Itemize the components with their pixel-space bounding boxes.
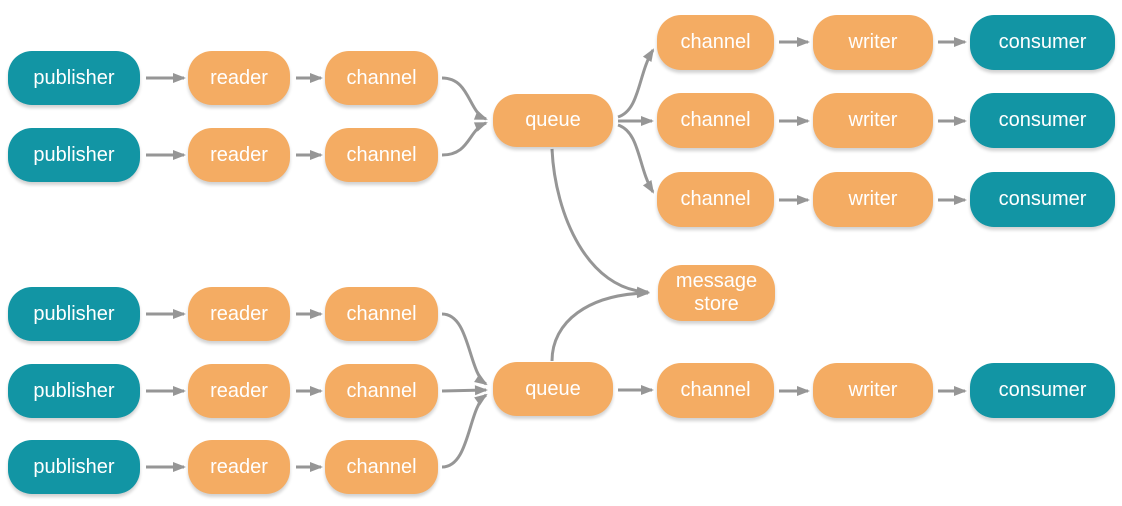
node-label: reader xyxy=(210,302,268,325)
node-writer-4: writer xyxy=(813,363,933,418)
node-consumer-2: consumer xyxy=(970,93,1115,148)
edge-queue-1-to-channel-5 xyxy=(617,123,655,194)
node-label: queue xyxy=(525,377,581,400)
node-label: queue xyxy=(525,109,581,131)
node-label: consumer xyxy=(998,379,1087,401)
node-reader-5: reader xyxy=(188,440,290,494)
edge-channel-7-to-queue-2 xyxy=(441,385,488,396)
node-label: publisher xyxy=(33,302,115,325)
edge-queue-2-to-message-store xyxy=(550,288,650,362)
node-label: channel xyxy=(680,188,751,210)
node-label: reader xyxy=(210,379,268,402)
node-channel-3: channel xyxy=(657,15,774,70)
edge-queue-1-to-message-store xyxy=(550,148,650,297)
node-reader-4: reader xyxy=(188,364,290,418)
node-queue-1: queue xyxy=(493,94,613,147)
node-message-store: message store xyxy=(658,265,775,321)
node-label: publisher xyxy=(33,379,115,402)
node-label: channel xyxy=(346,66,417,89)
node-writer-2: writer xyxy=(813,93,933,148)
node-publisher-3: publisher xyxy=(8,287,140,341)
node-label: publisher xyxy=(33,66,115,89)
node-consumer-3: consumer xyxy=(970,172,1115,227)
node-label: writer xyxy=(848,109,898,131)
node-label: channel xyxy=(346,143,417,166)
node-label: publisher xyxy=(33,143,115,166)
node-label: consumer xyxy=(998,188,1087,210)
node-channel-4: channel xyxy=(657,93,774,148)
node-publisher-1: publisher xyxy=(8,51,140,105)
node-label: writer xyxy=(848,188,898,210)
node-label: channel xyxy=(680,31,751,53)
node-publisher-4: publisher xyxy=(8,364,140,418)
node-consumer-4: consumer xyxy=(970,363,1115,418)
node-label: channel xyxy=(346,302,417,325)
node-publisher-5: publisher xyxy=(8,440,140,494)
node-channel-7: channel xyxy=(325,364,438,418)
node-queue-2: queue xyxy=(493,362,613,416)
node-label: consumer xyxy=(998,31,1087,53)
node-label: channel xyxy=(346,455,417,478)
node-channel-9: channel xyxy=(657,363,774,418)
edge-channel-8-to-queue-2 xyxy=(441,393,488,469)
node-channel-8: channel xyxy=(325,440,438,494)
node-writer-3: writer xyxy=(813,172,933,227)
edge-queue-1-to-channel-3 xyxy=(617,48,655,119)
node-channel-2: channel xyxy=(325,128,438,182)
node-publisher-2: publisher xyxy=(8,128,140,182)
edge-channel-6-to-queue-2 xyxy=(441,312,488,386)
node-label: consumer xyxy=(998,109,1087,131)
node-label: publisher xyxy=(33,455,115,478)
node-label: writer xyxy=(848,379,898,401)
node-reader-2: reader xyxy=(188,128,290,182)
node-label: channel xyxy=(346,379,417,402)
node-writer-1: writer xyxy=(813,15,933,70)
node-label: channel xyxy=(680,109,751,131)
edge-channel-1-to-queue-1 xyxy=(441,76,488,121)
node-consumer-1: consumer xyxy=(970,15,1115,70)
node-label: writer xyxy=(848,31,898,53)
node-label: reader xyxy=(210,66,268,89)
node-label: message store xyxy=(675,270,758,315)
node-label: reader xyxy=(210,143,268,166)
node-reader-1: reader xyxy=(188,51,290,105)
node-reader-3: reader xyxy=(188,287,290,341)
node-label: channel xyxy=(680,379,751,401)
node-label: reader xyxy=(210,455,268,478)
node-channel-5: channel xyxy=(657,172,774,227)
node-channel-6: channel xyxy=(325,287,438,341)
edge-channel-2-to-queue-1 xyxy=(441,121,488,157)
node-channel-1: channel xyxy=(325,51,438,105)
